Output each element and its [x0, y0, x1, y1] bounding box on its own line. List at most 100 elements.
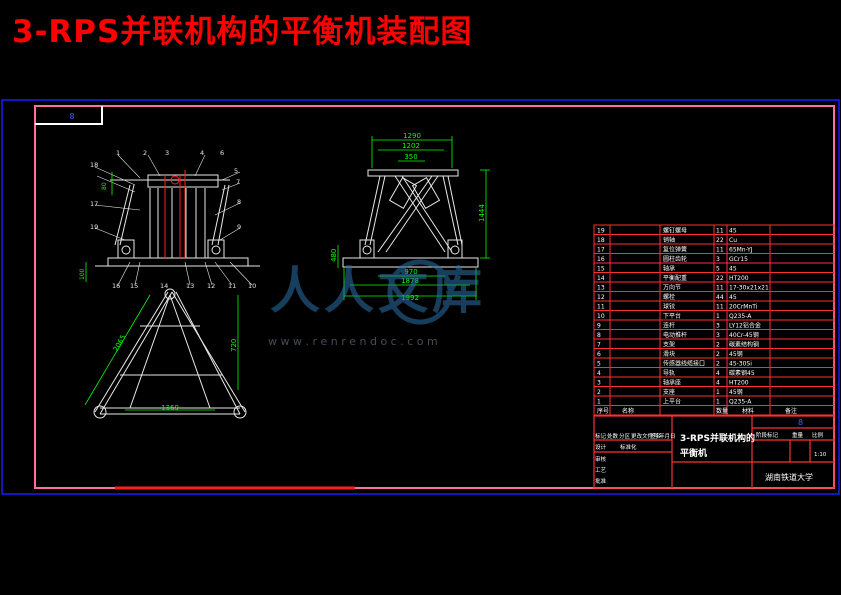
bom-header-name: 名称	[622, 407, 634, 415]
bom-name-1: 上平台	[663, 398, 681, 406]
front-left-dims	[85, 172, 113, 282]
balloon-14: 14	[160, 282, 168, 290]
bom-mat-10: Q235-A	[729, 313, 752, 320]
front-view-center	[342, 169, 479, 268]
plan-dims	[84, 294, 239, 411]
bom-qty-16: 3	[716, 256, 720, 263]
balloon-11: 11	[228, 282, 236, 290]
dim-left-h: 480	[330, 249, 338, 262]
balloon-5: 5	[234, 167, 238, 175]
bom-qty-14: 22	[716, 275, 724, 282]
tb-row-craft: 工艺	[595, 467, 607, 474]
dim-base-h: 100	[79, 268, 86, 280]
bom-qty-7: 2	[716, 342, 720, 349]
bom-no-16: 16	[597, 256, 605, 263]
bom-name-15: 轴承	[663, 265, 675, 273]
bom-qty-3: 4	[716, 380, 720, 387]
bom-no-7: 7	[597, 342, 601, 349]
balloon-2: 2	[143, 149, 147, 157]
front-view-left-red	[164, 170, 186, 258]
bom-mat-6: 45钢	[729, 350, 743, 358]
bom-qty-9: 3	[716, 323, 720, 330]
bom-mat-17: 65Mn-YJ	[729, 247, 753, 254]
title-block	[593, 415, 835, 489]
bom-name-13: 万向节	[663, 284, 681, 292]
bom-mat-18: Cu	[729, 237, 737, 244]
bom-no-3: 3	[597, 380, 601, 387]
bom-mat-15: 45	[729, 266, 737, 273]
dim-width3: 1992	[401, 294, 419, 302]
bom-name-12: 螺栓	[663, 293, 675, 301]
plan-view	[93, 288, 247, 419]
bom-mat-9: LY12铝合金	[729, 322, 761, 330]
bom-name-5: 传感器线缆接口	[663, 360, 705, 368]
tb-col-date: 年月日	[659, 432, 676, 440]
bom-no-12: 12	[597, 294, 605, 301]
balloon-16: 16	[112, 282, 120, 290]
bom-name-3: 轴承座	[663, 379, 681, 387]
balloon-13: 13	[186, 282, 194, 290]
balloon-8: 8	[237, 198, 241, 206]
bom-mat-2: 45钢	[729, 388, 743, 396]
tb-stage: 阶段标记	[756, 431, 779, 439]
bom-name-14: 平衡配重	[663, 274, 687, 282]
balloon-labels: 18 17 19 1 2 3 4 6 5 7 8 9 16 15 14 13 1…	[90, 149, 256, 290]
bom-mat-16: GCr15	[729, 256, 748, 263]
balloon-3: 3	[165, 149, 169, 157]
balloon-15: 15	[130, 282, 138, 290]
bom-no-15: 15	[597, 266, 605, 273]
dim-height: 1444	[478, 204, 486, 222]
frame-tag: 8	[69, 112, 74, 121]
bom-mat-7: 碳素结构钢	[729, 341, 759, 349]
dim-plan-base: 1369	[161, 404, 179, 412]
bom-header-no: 序号	[597, 407, 609, 415]
watermark: 人人文库 w w w . r e n r e n d o c . c o m	[268, 259, 482, 348]
bom-name-2: 支座	[663, 388, 675, 396]
tb-row-approve: 批准	[595, 477, 607, 485]
outer-border	[1, 99, 840, 495]
bom-name-6: 滑块	[663, 350, 675, 358]
bom-no-1: 1	[597, 399, 601, 406]
bom-mat-1: Q235-A	[729, 399, 752, 406]
dim-top1: 1290	[403, 132, 421, 140]
bom-qty-2: 1	[716, 389, 720, 396]
bom-name-18: 销轴	[663, 236, 675, 244]
bom-name-17: 复位弹簧	[663, 246, 687, 254]
bom-qty-1: 1	[716, 399, 720, 406]
balloon-19: 19	[90, 223, 98, 231]
bom-no-17: 17	[597, 247, 605, 254]
bom-no-5: 5	[597, 361, 601, 368]
bom-no-4: 4	[597, 370, 601, 377]
dim-plan-side: 2065	[112, 334, 128, 353]
bom-mat-12: 45	[729, 294, 737, 301]
tb-col-file: 更改文件号	[631, 432, 659, 440]
bom-qty-10: 1	[716, 313, 720, 320]
dim-width2: 1878	[401, 277, 419, 285]
bom-no-13: 13	[597, 285, 605, 292]
bom-name-19: 螺钉螺母	[663, 227, 687, 235]
bom-no-19: 19	[597, 228, 605, 235]
bom-mat-14: HT200	[729, 275, 749, 282]
bom-qty-19: 11	[716, 228, 724, 235]
bom-qty-15: 5	[716, 266, 720, 273]
bom-sheet-tag: 8	[798, 418, 803, 427]
tb-row-review: 审核	[595, 455, 607, 463]
tb-org: 湖南铁道大学	[765, 472, 813, 482]
bom-name-16: 圆柱齿轮	[663, 255, 687, 263]
balloon-18: 18	[90, 161, 98, 169]
dim-width1: 970	[404, 268, 417, 276]
bom-no-8: 8	[597, 332, 601, 339]
balloon-10: 10	[248, 282, 256, 290]
tb-name-2: 平衡机	[680, 447, 707, 459]
bom-mat-8: 40Cr-45钢	[729, 331, 759, 339]
bom-qty-8: 3	[716, 332, 720, 339]
tb-col-count: 处数	[607, 432, 619, 440]
front-view-left	[95, 174, 260, 267]
balloon-9: 9	[237, 223, 241, 231]
bom-header-qty: 数量	[716, 407, 728, 415]
bom-name-11: 球铰	[663, 303, 675, 311]
balloon-12: 12	[207, 282, 215, 290]
bom-mat-19: 45	[729, 228, 737, 235]
